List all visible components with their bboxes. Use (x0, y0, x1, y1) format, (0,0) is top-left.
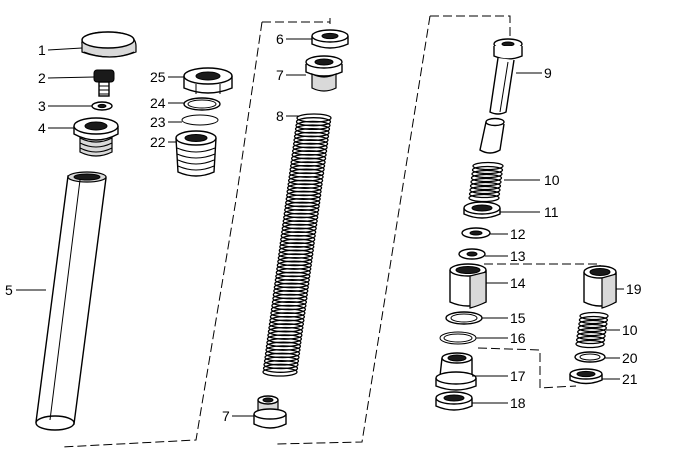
part-o-ring-16 (439, 331, 477, 345)
callout-10-lower: 10 (622, 322, 638, 338)
part-washer-12 (461, 227, 491, 239)
part-ring-15 (445, 311, 483, 325)
part-cap (81, 31, 137, 58)
callout-9: 9 (544, 65, 552, 81)
callout-15: 15 (510, 310, 526, 326)
callout-10-upper: 10 (544, 172, 560, 188)
callout-11: 11 (544, 204, 559, 220)
callout-19: 19 (626, 281, 642, 297)
part-ring-18 (435, 391, 473, 411)
part-threaded-sleeve (73, 117, 119, 157)
callout-7-lower: 7 (222, 408, 230, 424)
part-tube-segment (479, 117, 505, 154)
callout-20: 20 (622, 350, 638, 366)
part-bushing-19 (583, 265, 617, 309)
callout-23: 23 (150, 114, 166, 130)
part-washer-13 (458, 248, 486, 260)
callout-2: 2 (38, 70, 46, 86)
callout-18: 18 (510, 395, 526, 411)
callout-24: 24 (150, 95, 166, 111)
callout-labels: 1 2 3 4 5 25 24 23 22 6 7 8 7 9 10 11 12… (5, 31, 642, 424)
part-screw (93, 69, 115, 97)
part-top-washer (311, 29, 349, 49)
part-tube (35, 171, 107, 431)
part-coil-spring (262, 113, 332, 377)
callout-8: 8 (276, 108, 284, 124)
callout-1: 1 (38, 42, 46, 58)
part-o-ring (181, 114, 219, 126)
callout-21: 21 (622, 371, 638, 387)
part-bushing-14 (449, 263, 487, 309)
callout-12: 12 (510, 226, 526, 242)
part-flanged-bushing (435, 352, 477, 391)
callout-17: 17 (510, 368, 526, 384)
callout-5: 5 (5, 282, 13, 298)
callout-16: 16 (510, 330, 526, 346)
part-ring (463, 201, 501, 219)
callout-13: 13 (510, 248, 526, 264)
part-snap-ring (183, 97, 221, 111)
part-ring-21 (569, 368, 603, 385)
part-short-spring (468, 161, 504, 203)
part-washer-small (91, 101, 113, 111)
leader-lines (16, 38, 624, 417)
part-threaded-bushing (175, 130, 217, 177)
part-spring-seat-lower (253, 395, 287, 429)
callout-3: 3 (38, 98, 46, 114)
callout-4: 4 (38, 120, 46, 136)
part-piston-rod (489, 38, 523, 115)
callout-7-upper: 7 (276, 67, 284, 83)
callout-14: 14 (510, 275, 526, 291)
callout-22: 22 (150, 134, 166, 150)
part-nut (183, 67, 233, 94)
part-spring-seat-upper (305, 55, 343, 92)
part-short-spring-lower (575, 311, 609, 349)
callout-25: 25 (150, 69, 166, 85)
callout-6: 6 (276, 31, 284, 47)
part-ring-20 (574, 351, 606, 363)
